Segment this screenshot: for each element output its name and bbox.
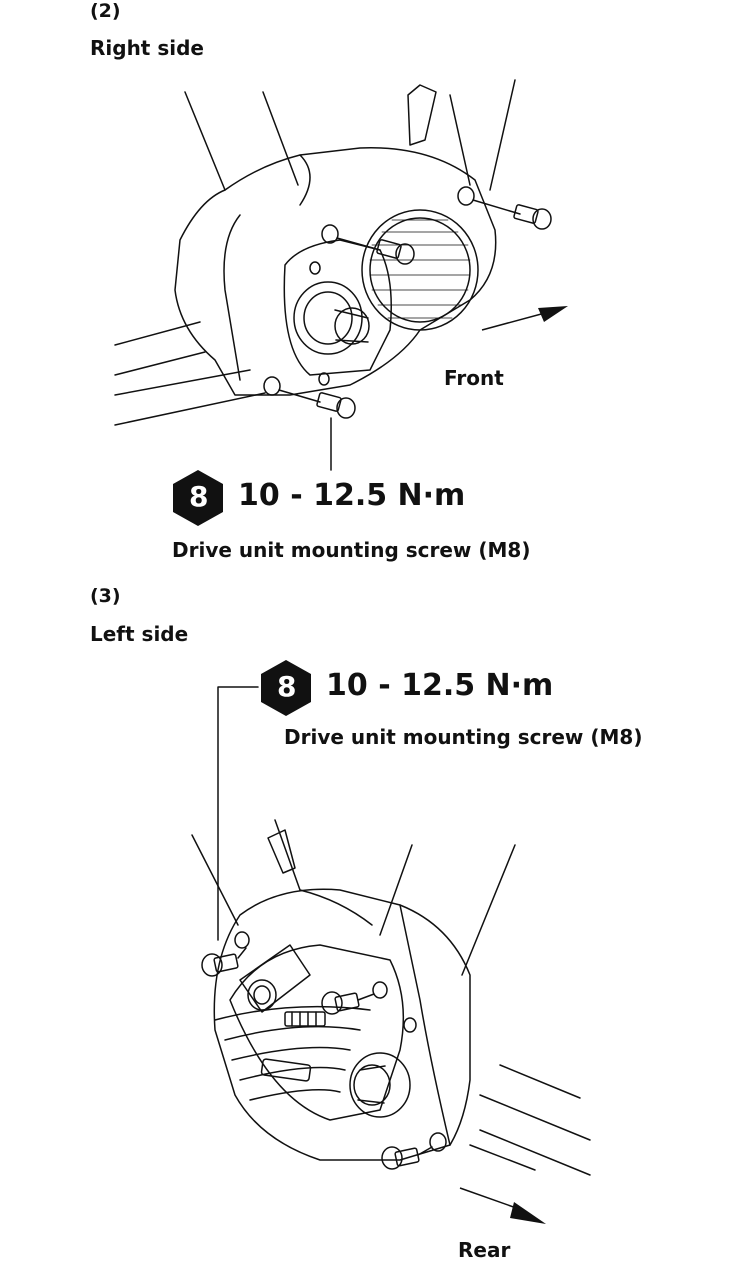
step-3-side-title: Left side [90, 622, 189, 646]
rear-direction-label: Rear [458, 1238, 511, 1262]
step-2-torque-badge: 8 [189, 480, 209, 513]
hex-wrench-size-icon [173, 470, 223, 526]
hex-wrench-size-icon [261, 660, 311, 716]
step-2-torque-value: 10 - 12.5 N·m [238, 478, 466, 513]
step-2-screw-label: Drive unit mounting screw (M8) [172, 538, 531, 562]
mounting-screw-icon [316, 204, 552, 419]
step-3-number: (3) [90, 585, 121, 607]
front-direction-label: Front [444, 366, 504, 390]
step-2-side-title: Right side [90, 36, 204, 60]
step-3-torque-badge: 8 [277, 670, 297, 703]
step-2-number: (2) [90, 0, 121, 22]
step-3-torque-value: 10 - 12.5 N·m [326, 668, 554, 703]
step-3-screw-label: Drive unit mounting screw (M8) [284, 725, 643, 749]
direction-arrow-icon [459, 1187, 546, 1224]
direction-arrow-icon [481, 306, 568, 331]
